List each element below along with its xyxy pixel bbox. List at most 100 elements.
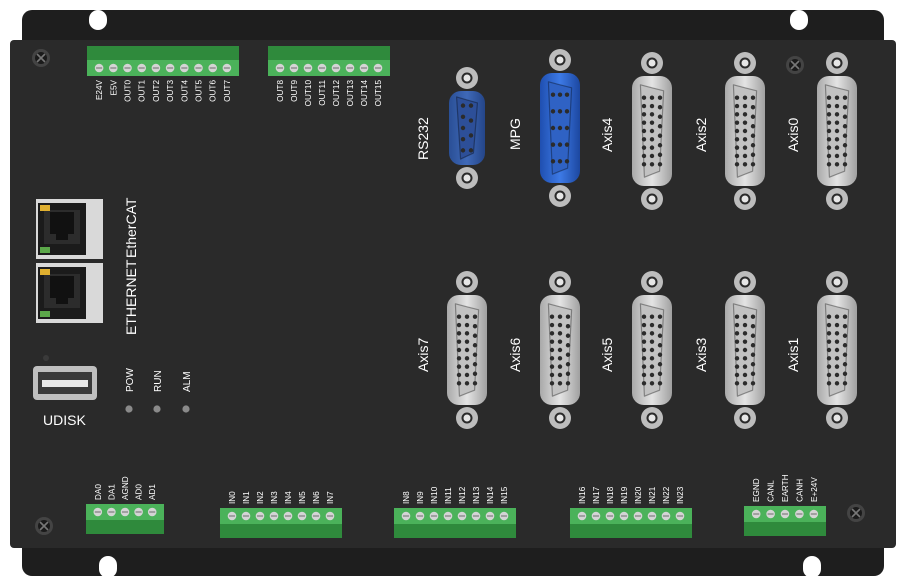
mpg-connector[interactable] <box>540 49 580 207</box>
axis2-connector[interactable] <box>725 52 765 210</box>
axis1-connector[interactable] <box>817 271 857 429</box>
terminal-screw[interactable] <box>283 511 293 521</box>
terminal-label: IN3 <box>270 491 279 504</box>
terminal-screw[interactable] <box>457 511 467 521</box>
axis5-connector[interactable] <box>632 271 672 429</box>
terminal-screw[interactable] <box>675 511 685 521</box>
terminal-label: IN6 <box>312 491 321 504</box>
terminal-label: IN23 <box>676 486 685 504</box>
terminal-screw[interactable] <box>165 63 175 73</box>
terminal-label: E5V <box>109 79 118 95</box>
terminal-label: IN8 <box>402 491 411 504</box>
terminal-screw[interactable] <box>222 63 232 73</box>
terminal-screw[interactable] <box>766 509 775 519</box>
terminal-screw[interactable] <box>809 509 819 519</box>
terminal-screw[interactable] <box>93 507 103 517</box>
terminal-screw[interactable] <box>151 63 161 73</box>
terminal-label: IN11 <box>444 487 453 504</box>
terminal-screw[interactable] <box>120 507 130 517</box>
terminal-label: OUT2 <box>152 80 161 102</box>
terminal-screw[interactable] <box>415 511 425 521</box>
terminal-label: IN21 <box>648 486 657 504</box>
terminal-label: AD0 <box>135 484 144 500</box>
ethercat-port[interactable] <box>36 199 103 259</box>
terminal-screw[interactable] <box>647 511 657 521</box>
terminal-screw[interactable] <box>373 63 383 73</box>
terminal-screw[interactable] <box>194 63 203 73</box>
axis0-label: Axis0 <box>785 118 801 152</box>
axis6-connector[interactable] <box>540 271 580 429</box>
terminal-screw[interactable] <box>751 509 761 519</box>
axis1-label: Axis1 <box>785 338 801 372</box>
terminal-screw[interactable] <box>325 511 335 521</box>
terminal-screw[interactable] <box>401 511 411 521</box>
terminal-screw[interactable] <box>443 511 453 521</box>
terminal-label: OUT7 <box>223 80 232 102</box>
terminal-screw[interactable] <box>134 507 143 517</box>
terminal-screw[interactable] <box>577 511 587 521</box>
terminal-screw[interactable] <box>227 511 237 521</box>
terminal-screw[interactable] <box>303 63 313 73</box>
terminal-screw[interactable] <box>297 511 307 521</box>
terminal-label: IN0 <box>228 491 237 504</box>
terminal-screw[interactable] <box>107 507 116 517</box>
terminal-screw[interactable] <box>289 63 299 73</box>
terminal-screw[interactable] <box>241 511 251 521</box>
terminal-screw[interactable] <box>619 511 629 521</box>
terminal-screw[interactable] <box>137 63 146 73</box>
terminal-screw[interactable] <box>311 511 321 521</box>
terminal-label: OUT9 <box>290 80 299 102</box>
axis2-label: Axis2 <box>693 118 709 152</box>
terminal-label: IN5 <box>298 491 307 504</box>
terminal-label: OUT0 <box>124 80 133 102</box>
terminal-screw[interactable] <box>471 511 481 521</box>
terminal-label: EGND <box>752 478 761 502</box>
axis0-connector[interactable] <box>817 52 857 210</box>
terminal-screw[interactable] <box>485 511 495 521</box>
terminal-screw[interactable] <box>275 63 285 73</box>
terminal-screw[interactable] <box>359 63 369 73</box>
terminal-screw[interactable] <box>109 63 118 73</box>
rs232-label: RS232 <box>415 117 431 160</box>
terminal-label: OUT1 <box>138 80 147 102</box>
rs232-connector[interactable] <box>449 67 485 189</box>
terminal-screw[interactable] <box>591 511 601 521</box>
terminal-screw[interactable] <box>123 63 132 73</box>
udisk-usb-port[interactable] <box>33 366 97 400</box>
terminal-label: EARTH <box>781 474 790 502</box>
axis7-connector[interactable] <box>447 271 487 429</box>
axis4-connector[interactable] <box>632 52 672 210</box>
terminal-label: IN13 <box>472 486 481 504</box>
terminal-screw[interactable] <box>429 511 439 521</box>
terminal-label: E24V <box>95 79 104 100</box>
terminal-label: DA0 <box>94 484 103 500</box>
terminal-label: OUT11 <box>318 80 327 106</box>
terminal-screw[interactable] <box>317 63 327 73</box>
terminal-screw[interactable] <box>795 509 804 519</box>
terminal-screw[interactable] <box>208 63 217 73</box>
terminal-screw[interactable] <box>147 507 157 517</box>
terminal-screw[interactable] <box>605 511 615 521</box>
terminal-screw[interactable] <box>780 509 790 519</box>
terminal-label: AGND <box>121 476 130 500</box>
terminal-label: OUT6 <box>209 80 218 102</box>
terminal-screw[interactable] <box>269 511 279 521</box>
terminal-screw[interactable] <box>499 511 509 521</box>
terminal-screw[interactable] <box>633 511 643 521</box>
terminal-screw[interactable] <box>661 511 671 521</box>
terminal-label: CANH <box>795 479 804 502</box>
terminal-screw[interactable] <box>345 63 355 73</box>
ethernet-port[interactable] <box>36 263 103 323</box>
terminal-screw[interactable] <box>94 63 104 73</box>
axis3-connector[interactable] <box>725 271 765 429</box>
terminal-screw[interactable] <box>180 63 189 73</box>
terminal-screw[interactable] <box>331 63 341 73</box>
terminal-screw[interactable] <box>255 511 265 521</box>
